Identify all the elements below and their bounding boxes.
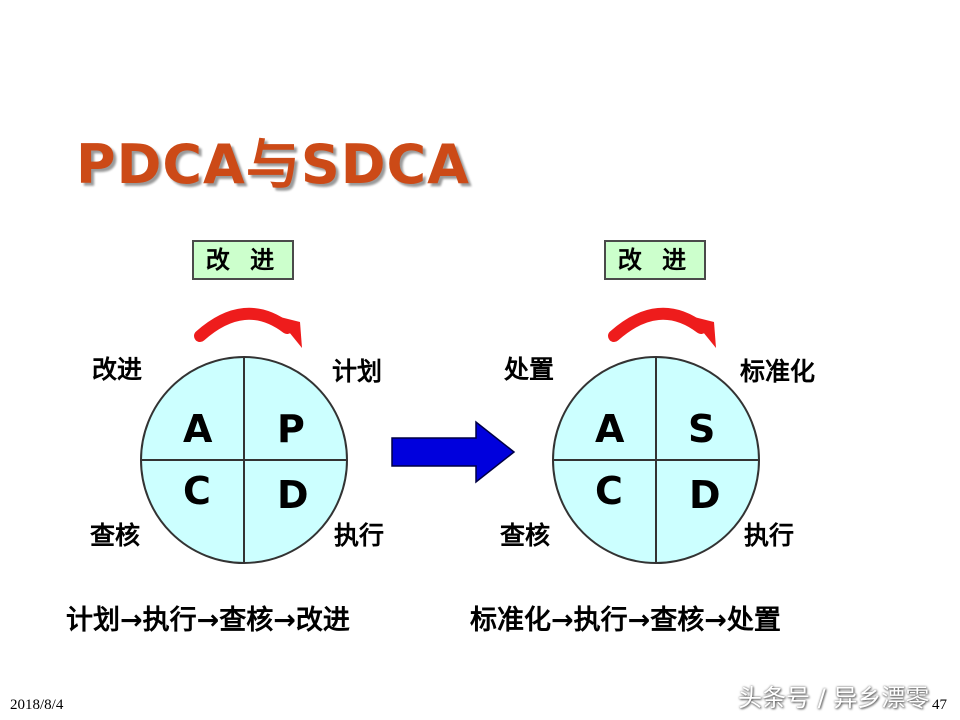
right-arrow-icon [391,420,516,484]
sdca-label-bottom-left: 查核 [500,521,551,550]
sdca-improve-box: 改 进 [604,240,706,280]
sdca-quadrant-c: C [595,469,623,513]
sdca-quadrant-d: D [689,473,721,517]
pdca-improve-box: 改 进 [192,240,294,280]
pdca-label-top-left: 改进 [92,355,143,384]
pdca-quadrant-p: P [277,407,305,451]
sdca-cycle-circle: A S C D [552,356,760,564]
pdca-label-bottom-right: 执行 [334,521,385,550]
circle-divider-horizontal [554,459,758,461]
curved-arrow-icon [608,307,716,348]
sdca-label-top-left: 处置 [504,355,555,384]
sdca-label-top-right: 标准化 [740,357,816,386]
sdca-label-bottom-right: 执行 [744,521,795,550]
sdca-quadrant-a: A [595,407,625,451]
pdca-flow-text: 计划→执行→查核→改进 [66,605,350,636]
footer-date: 2018/8/4 [10,697,64,713]
sdca-flow-text: 标准化→执行→查核→处置 [470,605,781,636]
slide-title: PDCA与SDCA [76,133,470,196]
page-number: 47 [932,697,947,713]
pdca-quadrant-c: C [183,469,211,513]
pdca-cycle-circle: A P C D [140,356,348,564]
pdca-quadrant-a: A [183,407,213,451]
circle-divider-horizontal [142,459,346,461]
pdca-quadrant-d: D [277,473,309,517]
sdca-quadrant-s: S [688,407,716,451]
curved-arrow-icon [194,307,302,348]
watermark: 头条号 / 异乡漂零 [738,684,930,712]
pdca-label-top-right: 计划 [332,357,383,386]
pdca-label-bottom-left: 查核 [90,521,141,550]
